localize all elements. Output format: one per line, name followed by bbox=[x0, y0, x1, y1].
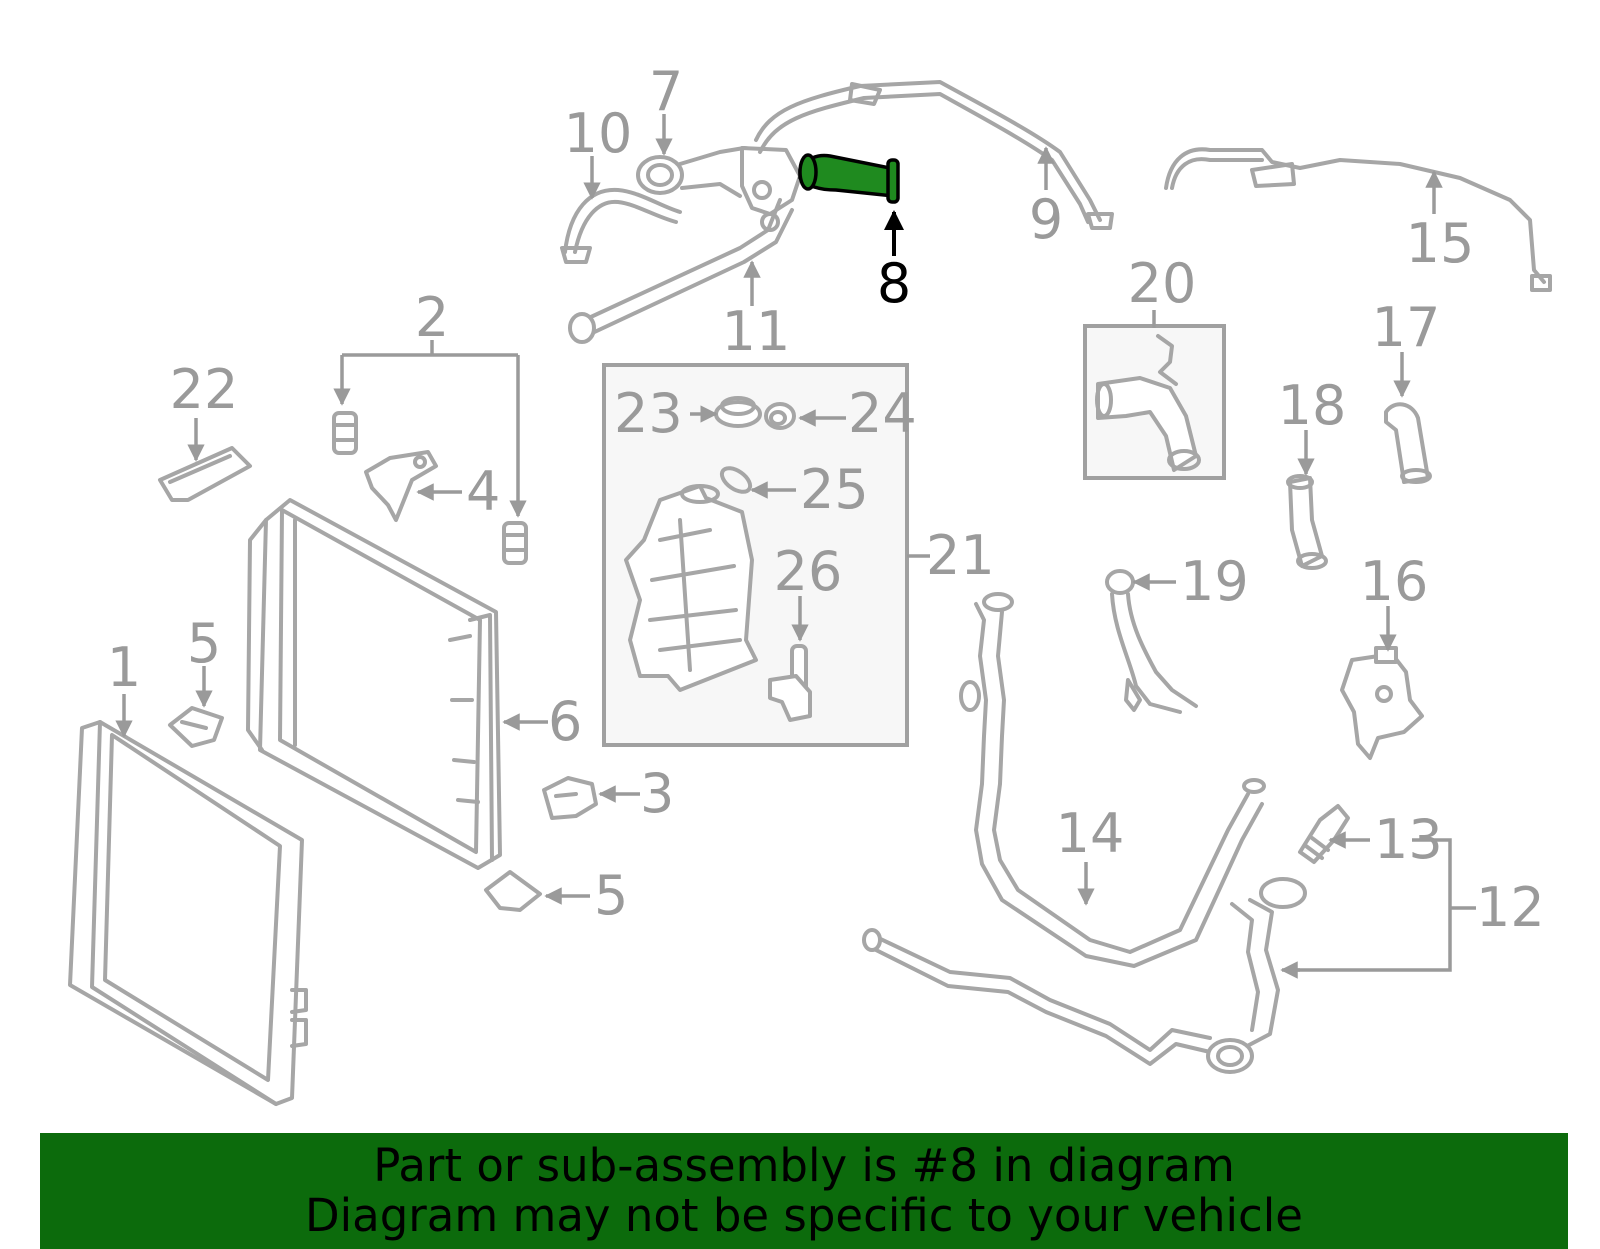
leader-lines bbox=[115, 114, 1476, 979]
part-3-clip bbox=[542, 776, 598, 820]
part-23-cap bbox=[714, 396, 762, 428]
part-7-coupling bbox=[636, 146, 794, 198]
callout-16: 16 bbox=[1360, 550, 1429, 613]
part-25-o-ring bbox=[719, 466, 753, 494]
callout-25: 25 bbox=[800, 458, 869, 521]
callout-21: 21 bbox=[926, 524, 995, 587]
callout-2: 2 bbox=[415, 286, 449, 349]
callout-3: 3 bbox=[640, 762, 674, 825]
callout-6: 6 bbox=[548, 690, 582, 753]
part-9-line bbox=[754, 80, 1114, 230]
callout-12: 12 bbox=[1476, 876, 1545, 939]
part-11-hose bbox=[568, 198, 794, 344]
callout-20: 20 bbox=[1128, 252, 1197, 315]
callout-10: 10 bbox=[564, 102, 633, 165]
callout-13: 13 bbox=[1374, 808, 1443, 871]
part-17-hose bbox=[1384, 402, 1432, 484]
part-13-sensor bbox=[1298, 804, 1350, 864]
part-26-sensor bbox=[768, 644, 812, 722]
part-5-bracket-upper bbox=[168, 706, 224, 748]
callout-labels: 1 2 3 4 5 5 6 7 8 9 10 11 12 13 14 15 16… bbox=[107, 60, 1545, 939]
callout-22: 22 bbox=[170, 358, 239, 421]
part-reservoir-tank bbox=[624, 484, 758, 692]
part-24-seal bbox=[764, 402, 796, 430]
part-20-outlet bbox=[1095, 334, 1201, 472]
callout-23: 23 bbox=[614, 382, 683, 445]
callout-4: 4 bbox=[466, 460, 500, 523]
part-6-condenser bbox=[246, 498, 502, 870]
callout-26: 26 bbox=[774, 540, 843, 603]
part-1-radiator bbox=[68, 720, 308, 1106]
part-18-hose bbox=[1286, 474, 1328, 570]
part-14-hose bbox=[959, 592, 1266, 968]
callout-9: 9 bbox=[1029, 188, 1063, 251]
callout-5-upper: 5 bbox=[187, 612, 221, 675]
callout-15: 15 bbox=[1406, 212, 1475, 275]
banner-line-2: Diagram may not be specific to your vehi… bbox=[305, 1189, 1303, 1242]
part-manifold-body bbox=[740, 146, 802, 232]
part-22-bracket bbox=[158, 446, 252, 502]
part-15-line bbox=[1164, 147, 1552, 292]
part-19-hose bbox=[1105, 569, 1198, 714]
callout-18: 18 bbox=[1278, 374, 1347, 437]
callout-19: 19 bbox=[1180, 550, 1249, 613]
callout-8[interactable]: 8 bbox=[877, 252, 911, 315]
callout-17: 17 bbox=[1372, 296, 1441, 359]
part-16-pump bbox=[1340, 646, 1424, 760]
callout-11: 11 bbox=[722, 300, 791, 363]
part-8-hose-highlighted[interactable] bbox=[798, 153, 900, 204]
callout-1: 1 bbox=[107, 636, 141, 699]
info-banner: Part or sub-assembly is #8 in diagram Di… bbox=[40, 1133, 1568, 1249]
callout-7: 7 bbox=[649, 60, 683, 123]
part-2-mount-left bbox=[332, 411, 358, 455]
part-4-bracket bbox=[364, 450, 438, 522]
callout-14: 14 bbox=[1056, 802, 1125, 865]
banner-line-1: Part or sub-assembly is #8 in diagram bbox=[373, 1139, 1235, 1192]
part-2-mount-right bbox=[502, 521, 528, 565]
part-5-bracket-lower bbox=[484, 870, 542, 912]
callout-24: 24 bbox=[848, 382, 917, 445]
callout-5-lower: 5 bbox=[594, 864, 628, 927]
part-12-hose bbox=[862, 877, 1307, 1074]
part-10-hose bbox=[560, 187, 682, 264]
